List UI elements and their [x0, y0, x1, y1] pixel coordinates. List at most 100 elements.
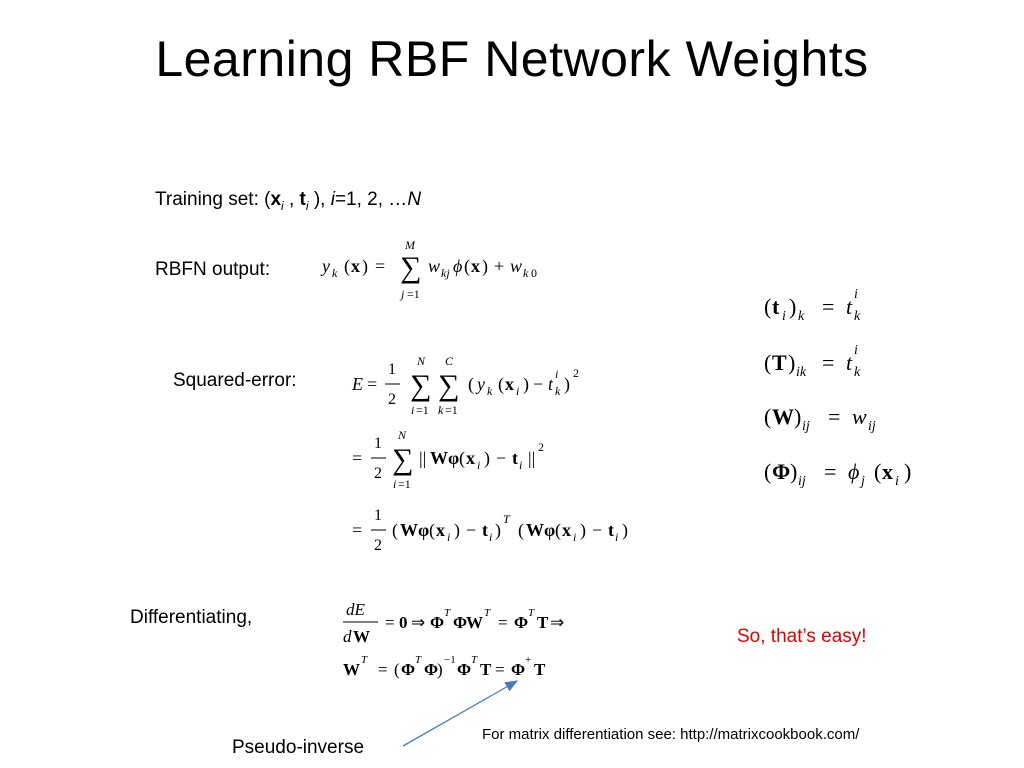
svg-text:): ) [437, 660, 443, 679]
svg-text:): ) [523, 374, 529, 395]
svg-text:N: N [397, 428, 407, 442]
easy-note: So, that’s easy! [737, 626, 867, 647]
svg-text:=: = [375, 256, 385, 276]
training-set-line: Training set: (xi , ti ), i=1, 2, …N [155, 189, 421, 213]
svg-text:y: y [475, 374, 485, 394]
training-N: N [407, 189, 422, 210]
svg-text:W: W [466, 613, 483, 632]
svg-text:⇒: ⇒ [411, 613, 425, 632]
svg-text:T: T [471, 654, 478, 666]
svg-text:∑: ∑ [392, 443, 413, 476]
svg-text:M: M [404, 238, 416, 252]
svg-text:x: x [882, 459, 893, 484]
svg-text:): ) [622, 520, 628, 541]
svg-text:x: x [351, 256, 360, 276]
svg-text:1: 1 [388, 361, 396, 378]
svg-text:+: + [494, 256, 504, 276]
svg-text:⇒: ⇒ [550, 613, 564, 632]
svg-text:=1: =1 [398, 477, 411, 491]
footnote-matrix-cookbook: For matrix differentiation see: http://m… [482, 726, 860, 743]
svg-text:y: y [320, 256, 330, 276]
svg-text:T: T [537, 613, 549, 632]
svg-text:i: i [895, 474, 899, 489]
rbfn-output-label: RBFN output: [155, 259, 271, 280]
svg-text:T: T [503, 512, 511, 526]
svg-text:ij: ij [802, 419, 810, 434]
svg-text:2: 2 [374, 537, 382, 554]
svg-text:=: = [822, 350, 834, 375]
svg-text:): ) [788, 350, 795, 375]
svg-text:=: = [352, 448, 362, 468]
svg-text:(: ( [764, 459, 771, 484]
svg-text:t: t [846, 350, 853, 375]
svg-text:i: i [782, 309, 786, 324]
svg-text:=: = [385, 613, 395, 632]
svg-text:): ) [482, 256, 488, 277]
svg-text:−1: −1 [444, 654, 456, 666]
svg-text:T: T [772, 350, 787, 375]
svg-text:W: W [526, 520, 544, 540]
svg-text:Φ: Φ [453, 613, 467, 632]
svg-text:i: i [519, 458, 522, 472]
svg-text:(: ( [498, 374, 504, 395]
svg-text:(: ( [429, 520, 435, 541]
svg-text:T: T [480, 660, 492, 679]
svg-text:=: = [498, 613, 508, 632]
svg-text:0: 0 [531, 266, 537, 280]
svg-text:0: 0 [399, 613, 408, 632]
svg-text:2: 2 [388, 391, 396, 408]
svg-text:2: 2 [573, 366, 579, 380]
svg-text:i: i [393, 477, 396, 491]
svg-text:Φ: Φ [772, 459, 790, 484]
squared-error-equation-1: E = 1 2 N ∑ i =1 C ∑ k =1 ( y k ( x i ) … [350, 350, 630, 422]
svg-text:=: = [378, 660, 388, 679]
svg-text:Φ: Φ [430, 613, 444, 632]
svg-text:x: x [505, 374, 514, 394]
svg-text:k: k [798, 309, 805, 324]
svg-text:t: t [772, 294, 780, 319]
svg-text:∑: ∑ [410, 369, 431, 402]
training-x-sub: i [281, 198, 284, 213]
svg-text:φ: φ [448, 448, 459, 468]
svg-text:E: E [351, 374, 363, 394]
svg-text:φ: φ [544, 520, 555, 540]
svg-text:(: ( [459, 448, 465, 469]
svg-text:W: W [353, 627, 370, 646]
svg-text:(: ( [468, 374, 474, 395]
svg-text:W: W [772, 404, 794, 429]
svg-text:k: k [854, 365, 861, 380]
training-x: x [270, 189, 282, 210]
svg-text:=: = [828, 404, 840, 429]
svg-text:C: C [445, 354, 454, 368]
svg-text:Φ: Φ [401, 660, 415, 679]
svg-text:=1: =1 [407, 287, 420, 301]
svg-text:T: T [444, 607, 451, 619]
svg-text:||: || [419, 448, 426, 468]
svg-text:i: i [555, 367, 558, 381]
svg-text:1: 1 [374, 507, 382, 524]
svg-text:ϕ: ϕ [453, 256, 462, 276]
identity-Phi-matrix: ( Φ ) ij = ϕ j ( x i ) [762, 449, 962, 493]
svg-text:j: j [859, 474, 865, 489]
svg-text:): ) [564, 374, 570, 395]
svg-text:ij: ij [798, 474, 806, 489]
svg-text:−: − [496, 448, 506, 468]
svg-text:dE: dE [346, 600, 366, 619]
svg-text:): ) [790, 459, 797, 484]
svg-text:T: T [361, 654, 368, 666]
svg-text:w: w [428, 256, 440, 276]
svg-text:t: t [608, 520, 614, 540]
svg-text:N: N [416, 354, 426, 368]
svg-text:W: W [343, 660, 360, 679]
svg-text:): ) [580, 520, 586, 541]
svg-text:=: = [495, 660, 505, 679]
svg-text:k: k [523, 266, 529, 280]
svg-text:w: w [852, 404, 867, 429]
svg-text:): ) [362, 256, 368, 277]
squared-error-equation-3: = 1 2 ( W φ ( x i ) − t i ) T ( W φ ( x … [350, 496, 710, 568]
svg-text:−: − [533, 374, 543, 394]
slide-title: Learning RBF Network Weights [155, 31, 869, 87]
svg-text:=1: =1 [445, 403, 458, 417]
svg-text:1: 1 [374, 435, 382, 452]
